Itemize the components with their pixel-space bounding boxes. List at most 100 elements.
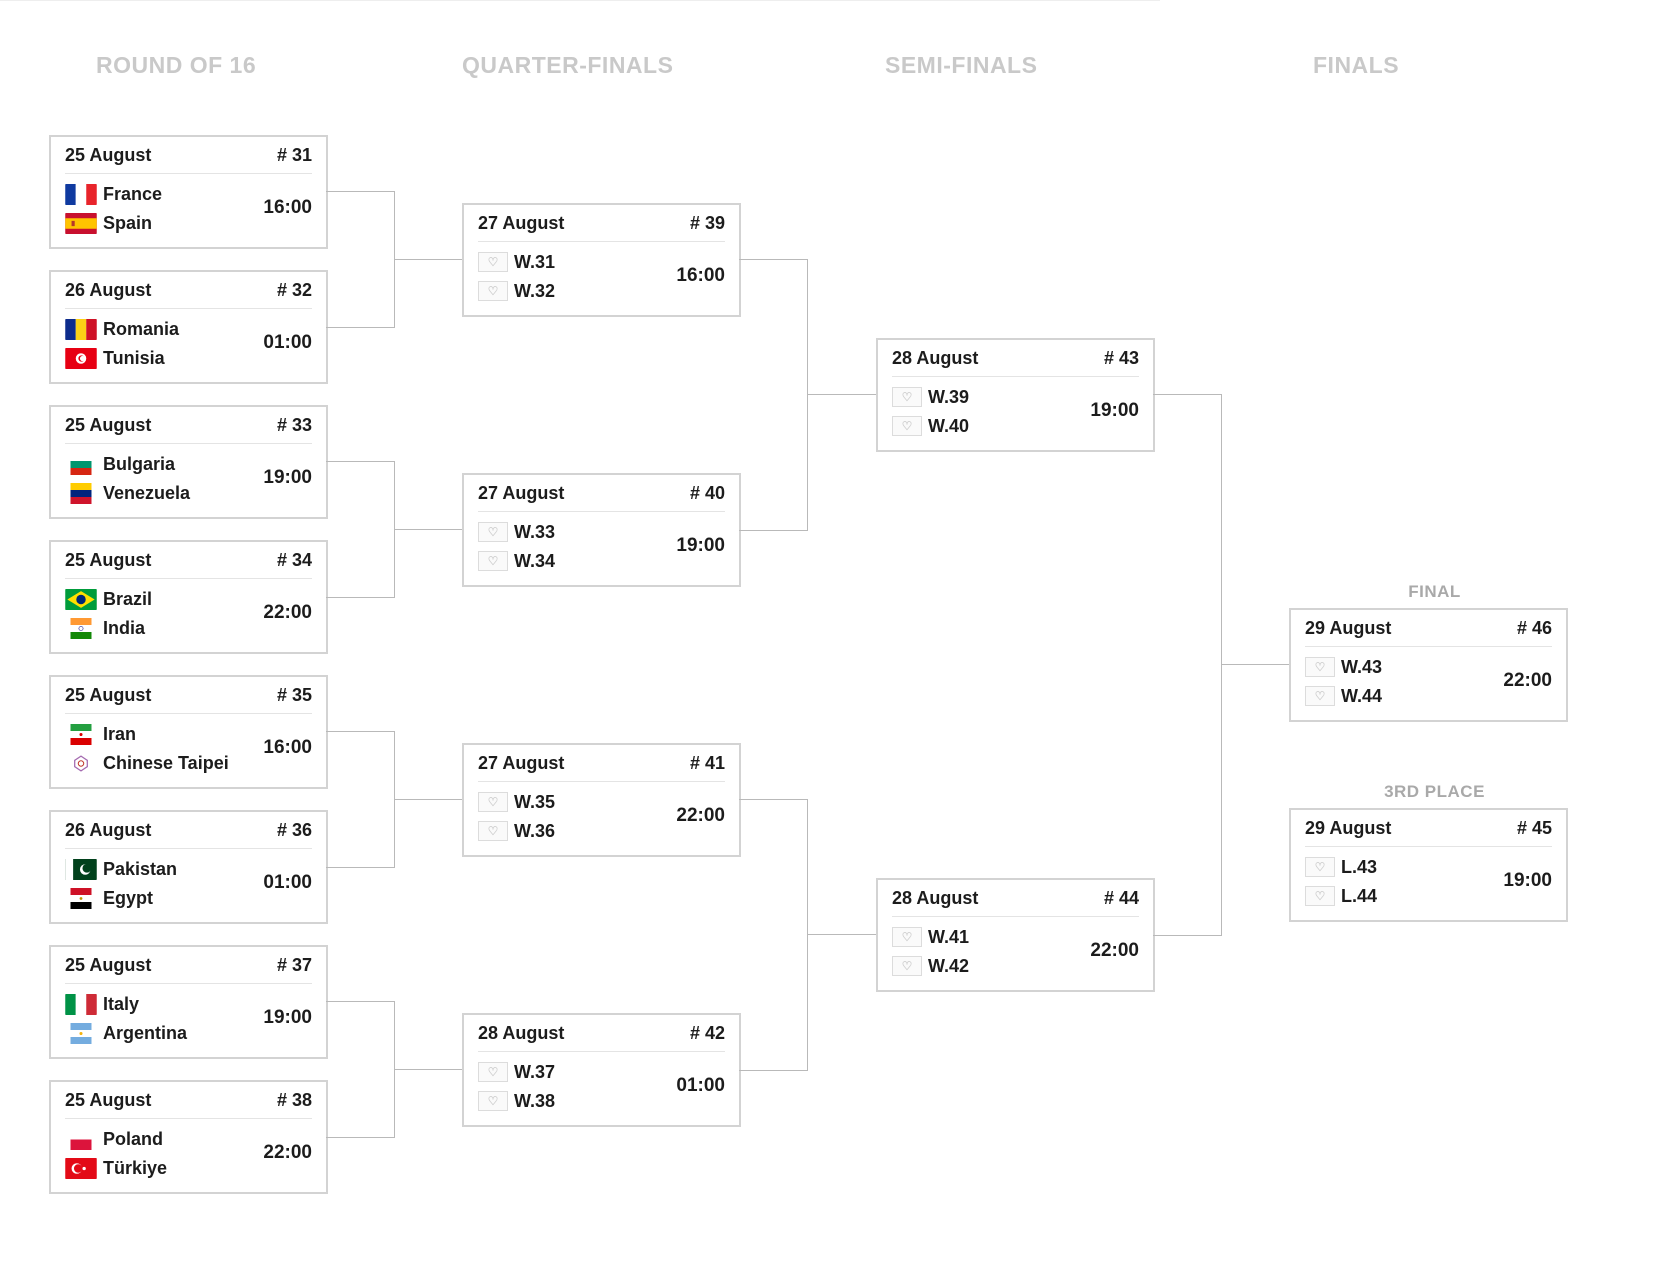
match-number: # 32 [276, 280, 312, 300]
team-row[interactable]: ♡W.34 [478, 549, 555, 573]
team-row[interactable]: Pakistan [65, 857, 177, 881]
team-row[interactable]: Iran [65, 722, 136, 746]
team-row[interactable]: Brazil [65, 587, 152, 611]
match-date: 25 August [65, 1090, 152, 1110]
team-name: W.40 [928, 415, 970, 436]
team-row[interactable]: Romania [65, 317, 179, 341]
match-card-44[interactable]: 28 August # 44 ♡W.41 ♡W.42 22:00 [876, 878, 1155, 992]
team-row[interactable]: ♡W.36 [478, 819, 555, 843]
match-card-34[interactable]: 25 August # 34 Brazil India 22:00 [49, 540, 328, 654]
volleyball-shield-icon: ♡ [478, 792, 508, 812]
team-row[interactable]: ♡W.42 [892, 954, 969, 978]
round-header-finals: FINALS [1313, 52, 1400, 78]
team-row[interactable]: ♡W.41 [892, 925, 969, 949]
round-header-r16: ROUND OF 16 [96, 52, 257, 78]
match-card-42[interactable]: 28 August # 42 ♡W.37 ♡W.38 01:00 [462, 1013, 741, 1127]
flag-iran-icon [65, 723, 97, 745]
match-card-38[interactable]: 25 August # 38 Poland Türkiye 22:00 [49, 1080, 328, 1194]
match-card-31[interactable]: 25 August # 31 France Spain 16:00 [49, 135, 328, 249]
volleyball-shield-icon: ♡ [478, 1062, 508, 1082]
match-header: 25 August # 35 [65, 685, 312, 714]
team-row[interactable]: Argentina [65, 1021, 187, 1045]
team-name: W.33 [514, 521, 556, 542]
bracket-connector [1222, 664, 1289, 665]
match-number: # 38 [276, 1090, 312, 1110]
volleyball-shield-icon: ♡ [892, 956, 922, 976]
round-header-sf: SEMI-FINALS [885, 52, 1038, 78]
match-header: 27 August # 39 [478, 213, 725, 242]
team-name: Venezuela [103, 482, 191, 503]
match-number: # 43 [1103, 348, 1139, 368]
match-card-35[interactable]: 25 August # 35 Iran Chinese Taipei 16:00 [49, 675, 328, 789]
match-time: 22:00 [263, 602, 312, 623]
team-row[interactable]: Bulgaria [65, 452, 175, 476]
team-row[interactable]: ♡L.44 [1305, 884, 1377, 908]
team-row[interactable]: Poland [65, 1127, 163, 1151]
match-date: 25 August [65, 955, 152, 975]
team-row[interactable]: Italy [65, 992, 139, 1016]
team-name: Türkiye [103, 1157, 168, 1178]
match-card-45-third-place[interactable]: 29 August # 45 ♡L.43 ♡L.44 19:00 [1289, 808, 1568, 922]
volleyball-shield-icon: ♡ [1305, 857, 1335, 877]
match-card-33[interactable]: 25 August # 33 Bulgaria Venezuela 19:00 [49, 405, 328, 519]
flag-pakistan-icon [65, 858, 97, 880]
team-row[interactable]: Venezuela [65, 481, 190, 505]
match-time: 22:00 [263, 1142, 312, 1163]
match-number: # 31 [276, 145, 312, 165]
team-row[interactable]: ♡L.43 [1305, 855, 1377, 879]
match-number: # 45 [1516, 818, 1552, 838]
team-row[interactable]: ♡W.39 [892, 385, 969, 409]
team-name: Spain [103, 212, 153, 233]
match-card-41[interactable]: 27 August # 41 ♡W.35 ♡W.36 22:00 [462, 743, 741, 857]
team-row[interactable]: ♡W.32 [478, 279, 555, 303]
match-date: 25 August [65, 685, 152, 705]
team-row[interactable]: ♡W.31 [478, 250, 555, 274]
volleyball-shield-icon: ♡ [892, 416, 922, 436]
match-card-46-final[interactable]: 29 August # 46 ♡W.43 ♡W.44 22:00 [1289, 608, 1568, 722]
team-row[interactable]: ♡W.43 [1305, 655, 1382, 679]
team-row[interactable]: ♡W.38 [478, 1089, 555, 1113]
match-date: 26 August [65, 820, 152, 840]
team-row[interactable]: Chinese Taipei [65, 751, 229, 775]
bracket-connector [326, 461, 395, 598]
bracket-connector [395, 259, 462, 260]
match-header: 25 August # 37 [65, 955, 312, 984]
match-header: 29 August # 45 [1305, 818, 1552, 847]
match-date: 28 August [892, 348, 979, 368]
team-row[interactable]: Türkiye [65, 1156, 167, 1180]
team-row[interactable]: Egypt [65, 886, 153, 910]
match-card-40[interactable]: 27 August # 40 ♡W.33 ♡W.34 19:00 [462, 473, 741, 587]
team-row[interactable]: ♡W.44 [1305, 684, 1382, 708]
bracket-connector [1153, 394, 1222, 936]
match-time: 22:00 [1090, 940, 1139, 961]
match-time: 16:00 [263, 197, 312, 218]
match-card-36[interactable]: 26 August # 36 Pakistan Egypt 01:00 [49, 810, 328, 924]
team-row[interactable]: ♡W.33 [478, 520, 555, 544]
flag-india-icon [65, 617, 97, 639]
match-card-39[interactable]: 27 August # 39 ♡W.31 ♡W.32 16:00 [462, 203, 741, 317]
team-row[interactable]: Spain [65, 211, 152, 235]
match-card-32[interactable]: 26 August # 32 Romania Tunisia 01:00 [49, 270, 328, 384]
team-name: W.31 [514, 251, 556, 272]
match-card-37[interactable]: 25 August # 37 Italy Argentina 19:00 [49, 945, 328, 1059]
flag-argentina-icon [65, 1022, 97, 1044]
match-time: 19:00 [676, 535, 725, 556]
team-row[interactable]: France [65, 182, 162, 206]
team-row[interactable]: ♡W.35 [478, 790, 555, 814]
match-time: 01:00 [676, 1075, 725, 1096]
match-time: 19:00 [1503, 870, 1552, 891]
top-divider [0, 0, 1160, 1]
match-header: 25 August # 33 [65, 415, 312, 444]
team-row[interactable]: India [65, 616, 145, 640]
flag-brazil-icon [65, 588, 97, 610]
bracket-connector [808, 394, 876, 395]
team-row[interactable]: ♡ W.40 [892, 414, 969, 438]
match-card-43[interactable]: 28 August # 43 ♡W.39 ♡W.40 19:00 [876, 338, 1155, 452]
match-number: # 37 [276, 955, 312, 975]
round-header-qf: QUARTER-FINALS [462, 52, 674, 78]
team-row[interactable]: Tunisia [65, 346, 165, 370]
team-row[interactable]: ♡W.37 [478, 1060, 555, 1084]
match-time: 16:00 [263, 737, 312, 758]
match-number: # 34 [276, 550, 312, 570]
match-time: 01:00 [263, 872, 312, 893]
